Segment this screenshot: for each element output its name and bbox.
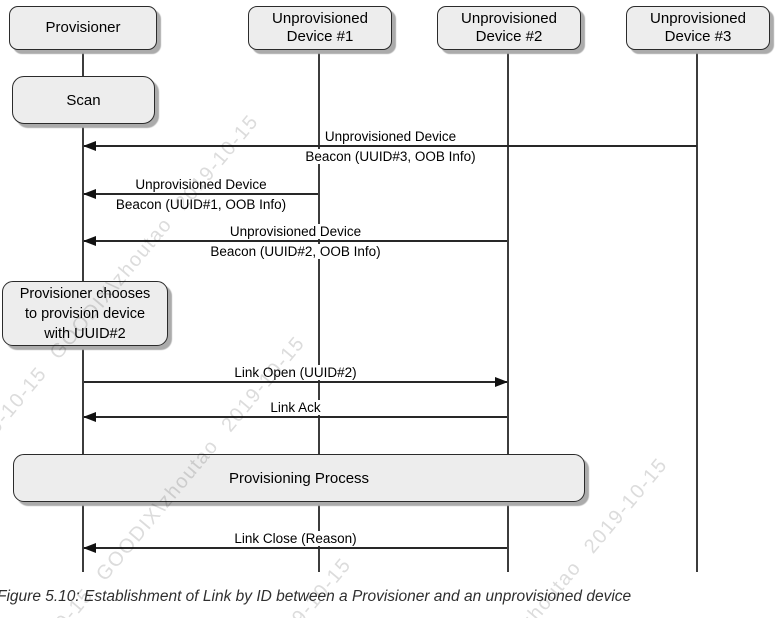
message-line (84, 416, 507, 418)
message-beacon-uuid2: Unprovisioned Device Beacon (UUID#2, OOB… (83, 224, 507, 259)
actor-label-line1: Unprovisioned (461, 10, 557, 27)
lifeline-device-2 (507, 48, 509, 572)
message-line (84, 547, 507, 549)
arrowhead-left-icon (83, 235, 96, 246)
message-label-top: Link Open (UUID#2) (229, 365, 362, 380)
message-label-bottom: Beacon (UUID#1, OOB Info) (110, 197, 292, 212)
message-label-top: Unprovisioned Device (224, 224, 367, 239)
message-label-bottom: Beacon (UUID#3, OOB Info) (300, 149, 481, 164)
actor-label-line1: Unprovisioned (650, 10, 746, 27)
message-label-top: Link Ack (265, 400, 326, 415)
message-line (84, 381, 507, 383)
actor-label: Provisioner (45, 19, 121, 36)
message-label-top: Link Close (Reason) (229, 531, 362, 546)
arrowhead-left-icon (83, 542, 96, 553)
lifeline-device-1 (318, 48, 320, 572)
message-label-bottom: Beacon (UUID#2, OOB Info) (205, 244, 386, 259)
scan-label: Scan (66, 91, 101, 109)
arrowhead-left-icon (83, 188, 96, 199)
actor-label-line2: Device #2 (475, 28, 543, 45)
scan-activity-box: Scan (12, 76, 155, 124)
figure-caption: Figure 5.10: Establishment of Link by ID… (0, 588, 632, 605)
provisioning-process-box: Provisioning Process (13, 454, 585, 502)
note-provisioner-chooses: Provisioner chooses to provision device … (2, 281, 168, 346)
message-label-top: Unprovisioned Device (130, 177, 272, 192)
actor-box-provisioner: Provisioner (9, 6, 157, 50)
watermark-text: GOODIX\zhoutao 2019-10-15 GOODIX\zhoutao… (169, 0, 777, 618)
message-beacon-uuid1: Unprovisioned Device Beacon (UUID#1, OOB… (83, 177, 318, 212)
note-line1: Provisioner chooses (19, 285, 151, 302)
message-link-ack: Link Ack (83, 400, 507, 422)
actor-label-line2: Device #1 (286, 28, 354, 45)
note-line2: to provision device (24, 305, 146, 322)
watermark-text: GOODIX\zhoutao 2019-10-15 GOODIX\zhoutao… (216, 0, 777, 618)
lifeline-device-3 (696, 48, 698, 572)
arrowhead-right-icon (495, 376, 508, 387)
note-line3: with UUID#2 (44, 325, 126, 342)
actor-box-device-1: Unprovisioned Device #1 (248, 6, 392, 50)
process-label: Provisioning Process (228, 469, 370, 487)
arrowhead-left-icon (83, 140, 96, 151)
message-line (84, 145, 697, 147)
message-link-open: Link Open (UUID#2) (84, 365, 508, 387)
actor-label-line2: Device #3 (664, 28, 732, 45)
message-label-top: Unprovisioned Device (319, 129, 462, 144)
message-link-close: Link Close (Reason) (83, 531, 507, 553)
actor-label-line1: Unprovisioned (272, 10, 368, 27)
message-beacon-uuid3: Unprovisioned Device Beacon (UUID#3, OOB… (83, 129, 697, 164)
actor-box-device-3: Unprovisioned Device #3 (626, 6, 770, 50)
actor-box-device-2: Unprovisioned Device #2 (437, 6, 581, 50)
message-line (84, 193, 318, 195)
message-line (84, 240, 507, 242)
arrowhead-left-icon (83, 411, 96, 422)
